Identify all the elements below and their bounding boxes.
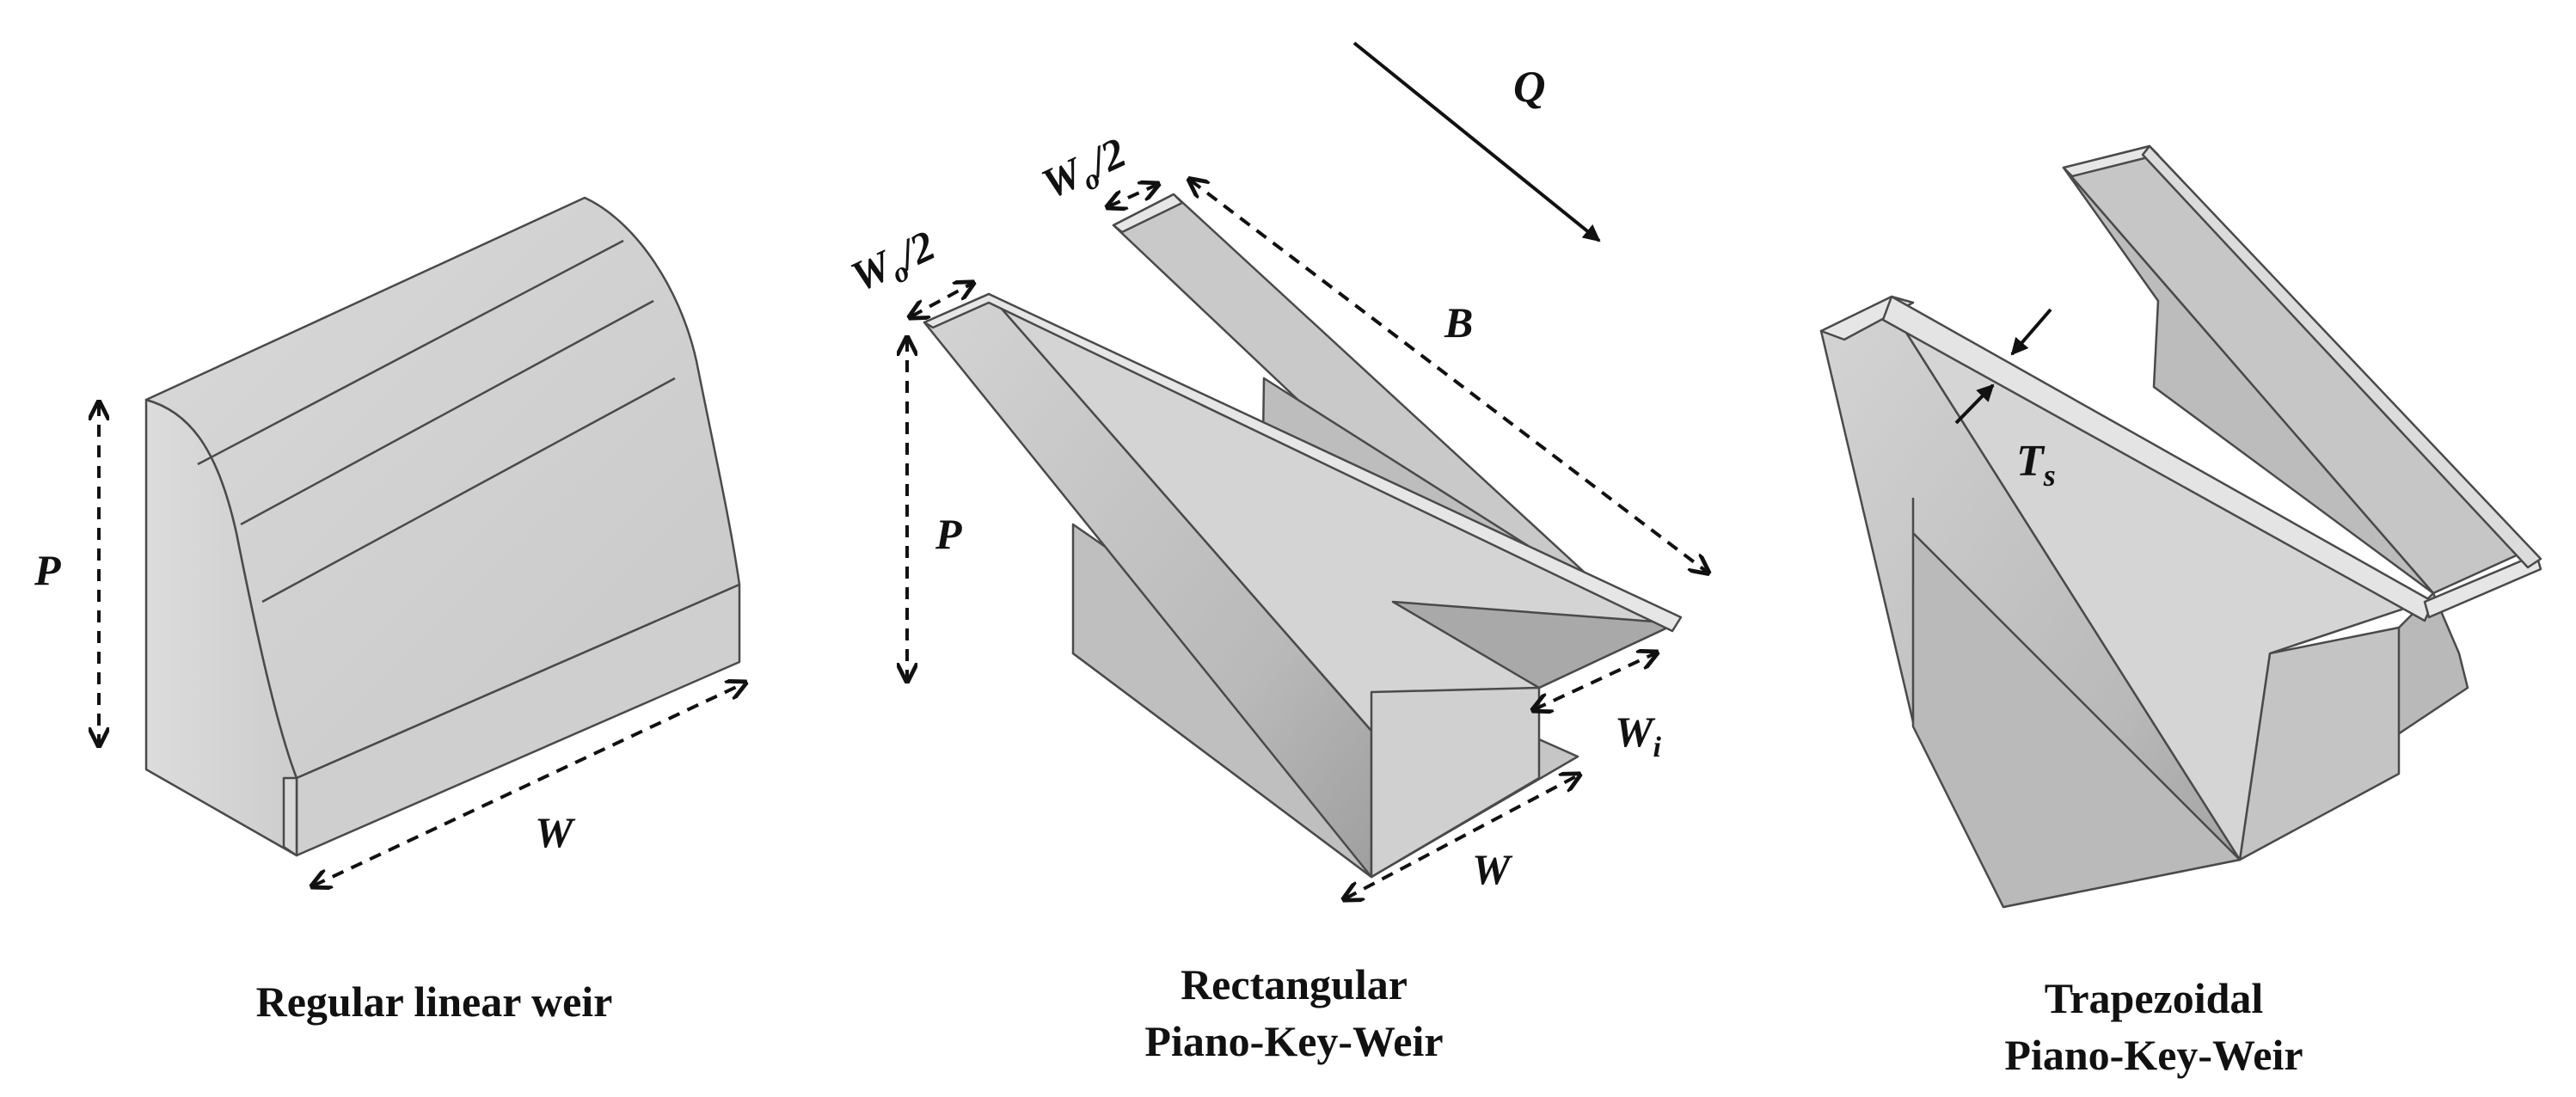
caption-trapezoidal-pkw-line2: Piano-Key-Weir <box>2004 1031 2303 1079</box>
label-W-rectangular: W <box>1472 845 1513 893</box>
caption-trapezoidal-pkw-line1: Trapezoidal <box>2045 974 2264 1022</box>
caption-regular-weir: Regular linear weir <box>256 977 613 1026</box>
regular-weir-model <box>144 196 741 857</box>
label-Wo-back: Wo/2 <box>1034 128 1136 214</box>
width-dimension-arrow <box>314 683 744 886</box>
trapezoidal-pkw-model <box>1819 144 2542 909</box>
rectangular-pkw-model <box>923 193 1683 879</box>
length-dimension-arrow-B <box>1191 181 1707 572</box>
outlet-half-width-arrow-back <box>1109 185 1156 206</box>
label-P-rectangular: P <box>935 510 962 558</box>
label-W-regular: W <box>535 808 576 856</box>
thickness-arrow-inner <box>1954 383 1995 425</box>
thickness-arrow-outer <box>2010 308 2052 356</box>
trapezoidal-pkw-dimensions: Ts <box>1954 308 2056 493</box>
width-dimension-arrow-pkw <box>1346 775 1578 898</box>
label-P-regular: P <box>34 546 61 594</box>
inlet-width-arrow <box>1535 653 1655 709</box>
flow-direction-arrow <box>1352 41 1601 242</box>
label-Wo-front: Wo/2 <box>843 221 945 307</box>
caption-rectangular-pkw-line2: Piano-Key-Weir <box>1144 1017 1443 1065</box>
regular-weir-dimensions: P W <box>34 404 744 886</box>
outlet-half-width-arrow-front <box>911 284 972 316</box>
label-Ts: Ts <box>2016 437 2056 493</box>
label-B: B <box>1444 298 1473 346</box>
label-Wi: Wi <box>1615 708 1661 763</box>
label-Q: Q <box>1513 63 1546 112</box>
caption-rectangular-pkw-line1: Rectangular <box>1181 960 1408 1008</box>
